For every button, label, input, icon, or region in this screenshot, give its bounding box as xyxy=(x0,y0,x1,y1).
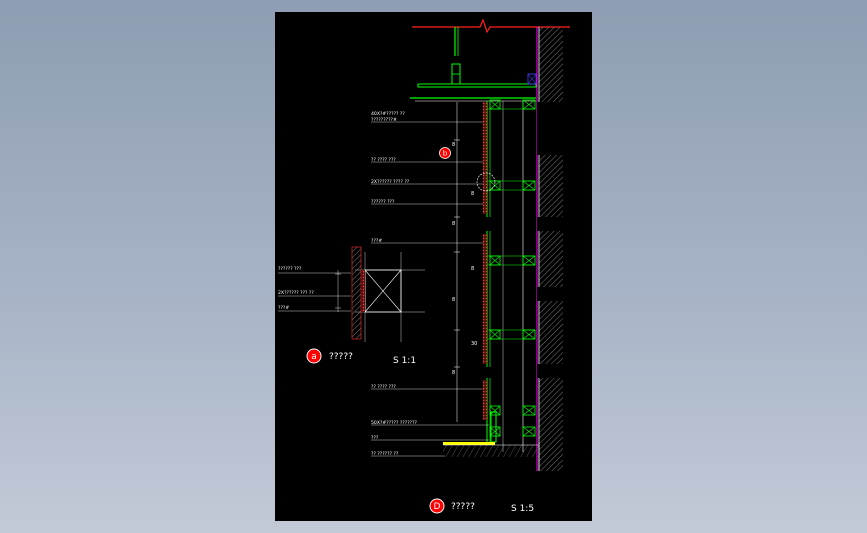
dim-label: 8 xyxy=(452,297,455,303)
dim-label: 8 xyxy=(452,370,455,376)
dim-label: 8 xyxy=(452,221,455,227)
annotation-text: 2X?????? ??? ?? xyxy=(278,290,314,296)
annotation-text: ?????????# xyxy=(371,117,397,123)
cad-drawing-sheet: 8 8 8 8 8 8 30 40X?#????? ?? ?????????# … xyxy=(275,12,592,521)
detail-title: ????? xyxy=(329,352,353,362)
marker-letter: a xyxy=(311,352,317,362)
detail-title: ????? xyxy=(451,502,475,512)
horizontal-rails xyxy=(487,108,535,340)
annotation-text: ?????? ??? xyxy=(278,266,302,272)
annotation-text: ??? xyxy=(371,435,379,441)
structural-wall xyxy=(536,27,567,471)
ceiling-board xyxy=(410,83,537,102)
dim-label: 30 xyxy=(471,341,477,347)
detail-a-labels: ?????? ??? 2X?????? ??? ?? ???# xyxy=(278,266,351,312)
detail-a-title[interactable]: a ????? S 1:1 xyxy=(306,348,416,366)
top-break-line xyxy=(412,18,570,34)
annotation-text: ???# xyxy=(371,238,382,244)
dim-label: 8 xyxy=(452,142,455,148)
blocking-boxes xyxy=(489,73,537,437)
marker-letter: D xyxy=(434,502,441,512)
detail-d-title[interactable]: D ????? S 1:5 xyxy=(429,498,534,514)
dim-label: 8 xyxy=(471,191,474,197)
cad-drawing: 8 8 8 8 8 8 30 40X?#????? ?? ?????????# … xyxy=(278,18,570,514)
detail-callout-circle xyxy=(476,172,496,192)
detail-scale: S 1:1 xyxy=(393,356,416,366)
annotation-text: ?? ?????? ?? xyxy=(371,451,399,457)
marker-letter: b xyxy=(443,150,448,158)
dimension-chain: 8 8 8 8 8 8 30 xyxy=(452,102,477,422)
stud-frame xyxy=(486,101,524,452)
annotation-text: 50X?#????? ??????? xyxy=(371,420,418,426)
annotation-text: ?? ???? ??? xyxy=(371,384,396,390)
finish-panel xyxy=(483,102,487,420)
floor-base xyxy=(443,411,540,471)
annotation-text: 2X?????? ???? ?? xyxy=(371,179,410,185)
annotations: 40X?#????? ?? ?????????# ?? ???? ??? 2X?… xyxy=(371,111,489,457)
annotation-text: ???# xyxy=(278,305,289,311)
annotation-text: ?? ???? ??? xyxy=(371,157,396,163)
annotation-text: 40X?#????? ?? xyxy=(371,111,405,117)
dim-label: 8 xyxy=(471,266,474,272)
detail-scale: S 1:5 xyxy=(511,504,534,514)
detail-a-drawing xyxy=(335,246,425,342)
ceiling-hanger xyxy=(451,27,461,85)
detail-marker-b[interactable]: b xyxy=(439,147,451,159)
annotation-text: ?????? ??? xyxy=(371,199,395,205)
